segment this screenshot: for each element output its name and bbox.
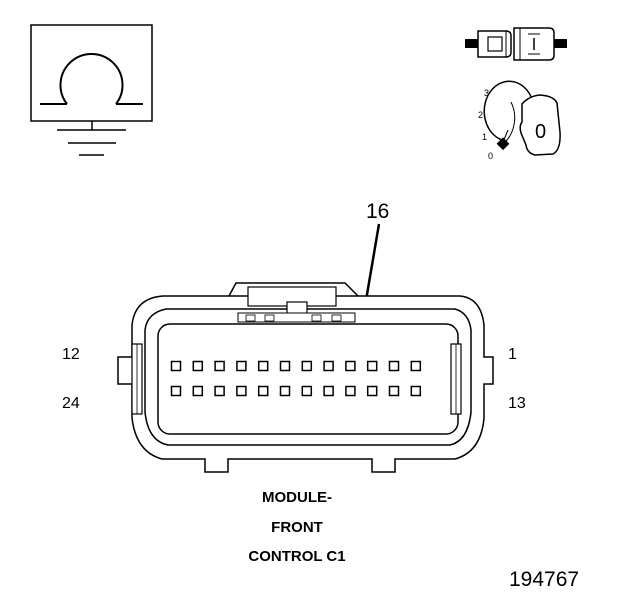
- ignition-position-1: 1: [482, 132, 487, 142]
- pin-cavity-13: [410, 385, 422, 397]
- pin-cavity-6: [301, 360, 313, 372]
- pin-cavity-9: [236, 360, 247, 372]
- pin-cavities: [170, 360, 422, 397]
- pin-cavity-15: [366, 385, 378, 397]
- pin-cavity-16: [345, 385, 356, 397]
- ignition-position-2: 2: [478, 110, 483, 120]
- connector-title-line-1: MODULE-: [262, 489, 332, 506]
- pin-cavity-2: [388, 360, 400, 372]
- pin-cavity-8: [257, 360, 269, 372]
- connector-title-line-3: CONTROL C1: [248, 548, 345, 565]
- pin-cavity-20: [257, 385, 269, 397]
- pin-cavity-14: [388, 385, 400, 397]
- pin-cavity-7: [279, 360, 291, 372]
- pin-cavity-23: [192, 385, 204, 397]
- pin-cavity-17: [323, 385, 334, 397]
- ignition-position-3: 3: [484, 88, 489, 98]
- ignition-key-label: 0: [535, 121, 546, 143]
- connector-title-line-2: FRONT: [271, 519, 323, 536]
- figure-number: 194767: [509, 568, 579, 591]
- pin-label-bottom-right: 13: [508, 395, 526, 412]
- pin-cavity-1: [410, 360, 422, 372]
- pin-cavity-10: [214, 360, 225, 372]
- pin-cavity-11: [192, 360, 204, 372]
- pin-cavity-12: [170, 360, 182, 372]
- pin-label-bottom-left: 24: [62, 395, 80, 412]
- pin-callout-label: 16: [366, 200, 389, 223]
- pin-cavity-22: [214, 385, 225, 397]
- pin-cavity-19: [279, 385, 291, 397]
- pin-cavity-24: [170, 385, 182, 397]
- pin-cavity-18: [301, 385, 313, 397]
- pin-cavity-4: [345, 360, 356, 372]
- pin-cavity-5: [323, 360, 334, 372]
- ignition-position-0: 0: [488, 151, 493, 161]
- ignition-key-icon: 3 2 1 0 0: [478, 80, 561, 161]
- connector-plug-icon: [465, 27, 567, 61]
- connector-housing: [117, 282, 494, 473]
- pin-cavity-21: [236, 385, 247, 397]
- ground-symbol-icon: [30, 24, 153, 156]
- pin-label-top-right: 1: [508, 346, 517, 363]
- pin-cavity-3: [366, 360, 378, 372]
- pin-label-top-left: 12: [62, 346, 80, 363]
